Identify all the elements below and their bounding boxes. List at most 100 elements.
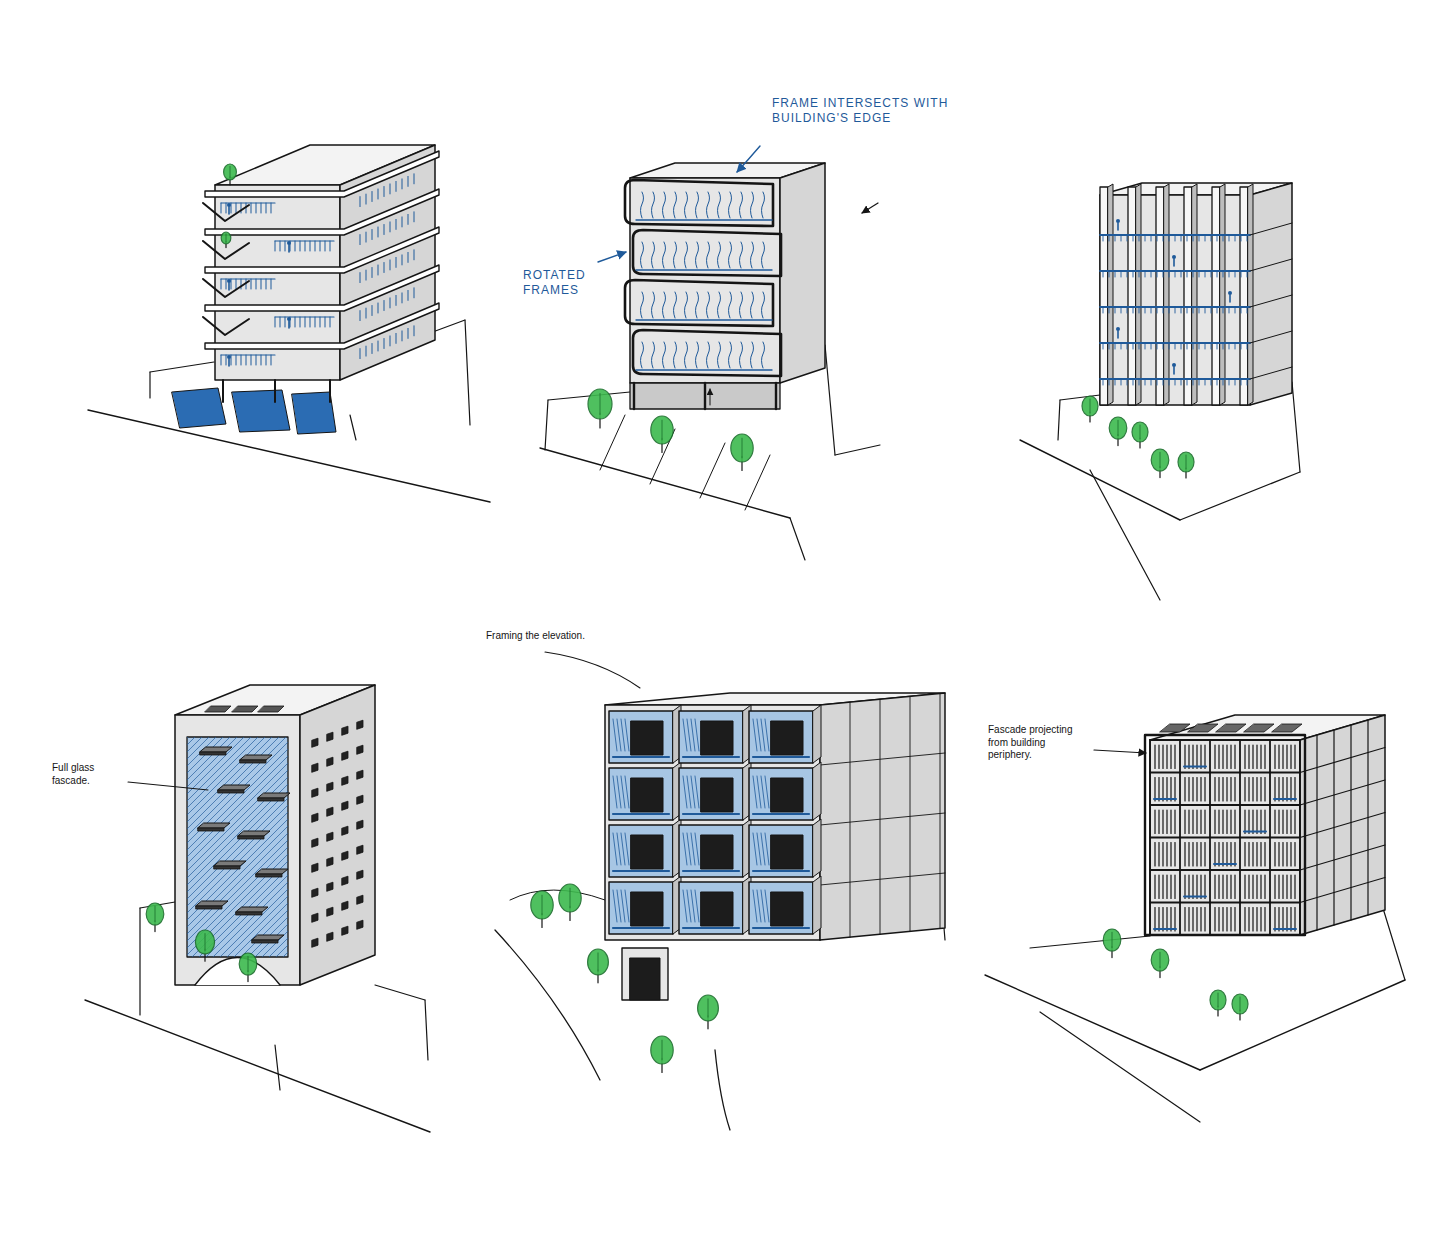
window-opening [327, 757, 333, 766]
balcony-railing [378, 341, 379, 351]
balcony-railing [325, 317, 326, 327]
glazing-stroke [674, 242, 677, 268]
glazing-stroke [762, 292, 765, 318]
glass-hatch [187, 737, 288, 957]
louver [1234, 778, 1235, 802]
front-face [1150, 740, 1300, 935]
balcony-railing [360, 197, 361, 207]
louver [1222, 908, 1223, 932]
floor-line [1250, 259, 1292, 271]
balcony-railing [271, 355, 272, 365]
louver [1184, 810, 1185, 834]
louver [1226, 843, 1227, 867]
balcony-railing [285, 241, 286, 251]
balcony-railing [1109, 379, 1110, 385]
glazing-stroke [751, 342, 754, 368]
louver [1174, 908, 1175, 932]
glazing-stroke [729, 192, 732, 218]
glazing-stroke [696, 192, 699, 218]
roof-louver [1188, 724, 1218, 732]
frame-module [679, 711, 743, 763]
glazing-stroke [718, 242, 721, 268]
balcony-railing [1187, 343, 1188, 349]
louver [1200, 778, 1201, 802]
window-opening [342, 926, 348, 935]
glass-hatch [187, 737, 286, 957]
panel-joint [940, 694, 941, 929]
louver [1282, 875, 1283, 899]
tree-vein [570, 888, 571, 908]
balcony-railing [636, 219, 772, 220]
roof-louver [1216, 724, 1246, 732]
balcony-railing [1187, 379, 1188, 385]
parking-bay [232, 390, 290, 432]
louver [1188, 908, 1189, 932]
piloti-column [704, 383, 706, 409]
balcony-railing [1193, 235, 1194, 241]
louver [1294, 875, 1295, 899]
glass-hatch [613, 833, 617, 865]
louver [1278, 843, 1279, 867]
person-icon [1173, 259, 1175, 266]
louver [1214, 778, 1215, 802]
balcony-railing [1199, 235, 1200, 241]
site-edge [149, 372, 150, 398]
balcony-railing [271, 203, 272, 213]
glass-hatch [757, 719, 761, 751]
floating-slab [236, 907, 268, 912]
balcony-railing [414, 250, 415, 260]
stair-chevron [203, 279, 249, 297]
floor-slab [205, 227, 439, 273]
site-edge [350, 415, 356, 440]
balcony-railing [1169, 307, 1170, 313]
balcony-railing [280, 241, 281, 251]
louver [1286, 810, 1287, 834]
louver [1162, 810, 1163, 834]
window-opening [327, 882, 333, 891]
sketch-rotated-frames [540, 163, 880, 560]
balcony-railing [1229, 235, 1230, 241]
balcony-railing [1199, 307, 1200, 313]
window-opening [701, 835, 733, 869]
balcony-railing [753, 813, 809, 815]
floating-slab [256, 874, 282, 877]
site-edge [1292, 382, 1300, 472]
glass-hatch [761, 776, 765, 808]
glass-hatch [695, 890, 699, 922]
leader-arrow [598, 252, 626, 262]
louver [1230, 843, 1231, 867]
window-opening [312, 838, 318, 847]
louver [1294, 810, 1295, 834]
balcony-railing [1223, 379, 1224, 385]
louver [1214, 745, 1215, 769]
floor-slab [205, 303, 439, 349]
balcony-railing [1199, 379, 1200, 385]
tree-vein [1112, 932, 1113, 947]
louver [1158, 908, 1159, 932]
side-face [780, 163, 825, 383]
louver [1196, 908, 1197, 932]
louver [1282, 778, 1283, 802]
balcony-railing [1115, 379, 1116, 385]
window-opening [631, 892, 663, 926]
balcony-railing [330, 317, 331, 327]
balcony-railing [1109, 343, 1110, 349]
balcony-railing [1235, 235, 1236, 241]
louver [1282, 908, 1283, 932]
balcony-railing [251, 203, 252, 213]
louver [1200, 843, 1201, 867]
balcony-railing [1157, 343, 1158, 349]
balcony-railing [378, 189, 379, 199]
louver [1244, 810, 1245, 834]
glass-hatch [761, 833, 765, 865]
sketch-annotation: Full glass fascade. [52, 762, 126, 787]
balcony-railing [246, 355, 247, 365]
balcony-railing [753, 870, 809, 872]
glazing-stroke [652, 192, 655, 218]
floating-slab [218, 790, 244, 793]
louver [1244, 745, 1245, 769]
balcony-railing [396, 181, 397, 191]
entrance-canopy [622, 948, 668, 1000]
floating-slab [218, 785, 250, 790]
louver [1290, 875, 1291, 899]
